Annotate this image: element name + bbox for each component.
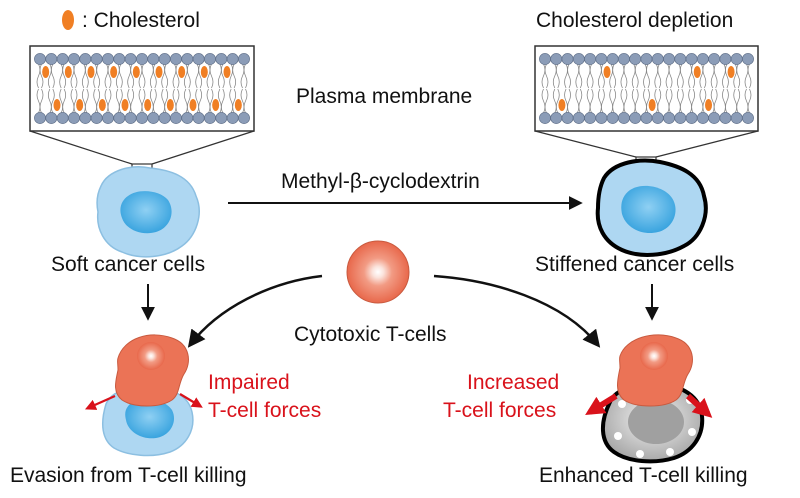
cholesterol-molecule: [727, 66, 735, 78]
stiffened-cells-label: Stiffened cancer cells: [535, 253, 734, 276]
cholesterol-molecule: [212, 99, 220, 111]
t-cell-arrow-right: [433, 274, 601, 348]
zoom-callout-left: [29, 130, 255, 173]
cholesterol-legend-icon: [62, 10, 74, 30]
cholesterol-molecule: [189, 99, 197, 111]
force-arrow-right-small: [179, 393, 203, 408]
cholesterol-molecule: [166, 99, 174, 111]
cholesterol-molecule: [121, 99, 129, 111]
soft-cancer-cell: [96, 166, 200, 258]
cytotoxic-t-cell: [346, 240, 410, 304]
cholesterol-molecule: [53, 99, 61, 111]
cholesterol-molecule: [110, 66, 118, 78]
cholesterol-legend-label: : Cholesterol: [82, 9, 200, 32]
cholesterol-molecule: [693, 66, 701, 78]
cholesterol-molecule: [603, 66, 611, 78]
cholesterol-molecule: [64, 66, 72, 78]
cholesterol-molecule: [87, 66, 95, 78]
soft-cells-label: Soft cancer cells: [51, 253, 205, 276]
cholesterol-molecule: [144, 99, 152, 111]
stiffened-cancer-cell: [595, 158, 708, 257]
impaired-label-line2: T-cell forces: [208, 399, 321, 422]
cholesterol-molecule: [98, 99, 106, 111]
membrane-box-depleted: [534, 45, 759, 132]
evasion-label: Evasion from T-cell killing: [10, 464, 247, 487]
soft-cell-with-t-cell: [101, 334, 194, 457]
cholesterol-molecule: [178, 66, 186, 78]
cholesterol-molecule: [648, 99, 656, 111]
force-arrow-right-large: [685, 393, 713, 418]
impaired-label-line1: Impaired: [208, 371, 290, 394]
cholesterol-molecule: [200, 66, 208, 78]
cholesterol-depletion-label: Cholesterol depletion: [536, 9, 733, 32]
cholesterol-molecule: [76, 99, 84, 111]
cholesterol-molecule: [558, 99, 566, 111]
force-arrow-left-small: [84, 394, 116, 410]
cholesterol-molecule: [42, 66, 50, 78]
plasma-membrane-label: Plasma membrane: [296, 85, 472, 108]
t-cell-arrow-left: [187, 274, 323, 348]
increased-label-line1: Increased: [467, 371, 559, 394]
cholesterol-molecule: [234, 99, 242, 111]
treatment-label: Methyl-β-cyclodextrin: [281, 170, 480, 193]
membrane-box-normal: [29, 45, 255, 132]
cholesterol-molecule: [155, 66, 163, 78]
stiffened-cell-with-t-cell: [601, 334, 705, 464]
enhanced-label: Enhanced T-cell killing: [539, 464, 748, 487]
cholesterol-molecule: [705, 99, 713, 111]
cholesterol-molecule: [223, 66, 231, 78]
cholesterol-legend: : Cholesterol: [62, 9, 200, 32]
force-arrow-left-large: [585, 393, 618, 416]
t-cells-label: Cytotoxic T-cells: [294, 323, 447, 346]
increased-label-line2: T-cell forces: [443, 399, 556, 422]
cholesterol-molecule: [132, 66, 140, 78]
